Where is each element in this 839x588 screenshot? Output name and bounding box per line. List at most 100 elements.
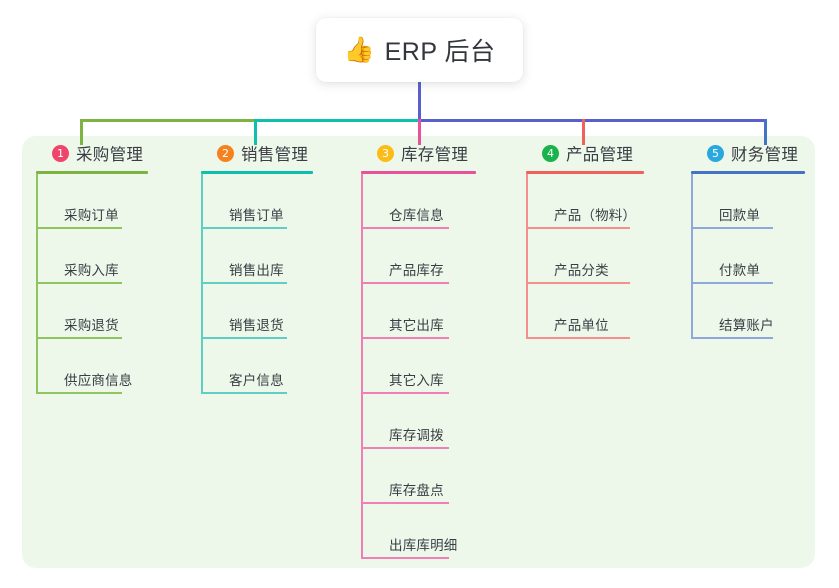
branch-header-rule bbox=[691, 171, 805, 174]
leaf-node[interactable]: 销售退货 bbox=[201, 284, 361, 339]
leaf-node-label: 回款单 bbox=[719, 208, 761, 223]
root-node-title: ERP 后台 bbox=[384, 38, 496, 66]
branch-title: 产品管理 bbox=[566, 146, 634, 164]
leaf-node-label: 产品分类 bbox=[554, 263, 609, 278]
leaf-node[interactable]: 产品库存 bbox=[361, 229, 521, 284]
leaf-node-rule bbox=[201, 282, 287, 284]
branch-header-2[interactable]: 2 销售管理 bbox=[201, 136, 361, 170]
leaf-node-rule bbox=[36, 337, 122, 339]
leaf-node-label: 采购入库 bbox=[64, 263, 119, 278]
branch-number-badge: 5 bbox=[707, 144, 724, 162]
leaf-node-rule bbox=[361, 337, 449, 339]
branch-spine-line bbox=[201, 174, 203, 394]
leaf-node-label: 出库库明细 bbox=[389, 538, 458, 553]
leaf-node[interactable]: 采购订单 bbox=[36, 174, 196, 229]
branch-header-rule bbox=[361, 171, 476, 174]
branch-leaf-list: 采购订单采购入库采购退货供应商信息 bbox=[36, 174, 196, 394]
leaf-node-rule bbox=[201, 337, 287, 339]
leaf-node-rule bbox=[526, 337, 630, 339]
leaf-node-rule bbox=[361, 557, 449, 559]
branch-header-rule bbox=[36, 171, 148, 174]
branch-title: 销售管理 bbox=[241, 146, 309, 164]
branch-title: 库存管理 bbox=[401, 146, 469, 164]
branch-title: 财务管理 bbox=[731, 146, 799, 164]
leaf-node-rule bbox=[36, 392, 122, 394]
branch-header-rule bbox=[201, 171, 313, 174]
diagram-background-panel bbox=[22, 136, 815, 568]
leaf-node-label: 采购退货 bbox=[64, 318, 119, 333]
leaf-node-rule bbox=[361, 502, 449, 504]
leaf-node-rule bbox=[361, 392, 449, 394]
leaf-node[interactable]: 产品单位 bbox=[526, 284, 701, 339]
leaf-node[interactable]: 出库库明细 bbox=[361, 504, 521, 559]
branch-number-badge: 4 bbox=[542, 144, 559, 162]
branch-number-badge: 2 bbox=[217, 144, 234, 162]
leaf-node-rule bbox=[361, 227, 449, 229]
branch-spine-line bbox=[361, 174, 363, 559]
leaf-node-label: 仓库信息 bbox=[389, 208, 444, 223]
leaf-node-label: 客户信息 bbox=[229, 373, 284, 388]
leaf-node-label: 销售订单 bbox=[229, 208, 284, 223]
leaf-node[interactable]: 仓库信息 bbox=[361, 174, 521, 229]
leaf-node[interactable]: 结算账户 bbox=[691, 284, 839, 339]
leaf-node-rule bbox=[201, 392, 287, 394]
leaf-node-rule bbox=[361, 282, 449, 284]
leaf-node-label: 结算账户 bbox=[719, 318, 774, 333]
branch-spine-line bbox=[36, 174, 38, 394]
leaf-node[interactable]: 产品（物料） bbox=[526, 174, 701, 229]
branch-leaf-list: 仓库信息产品库存其它出库其它入库库存调拨库存盘点出库库明细 bbox=[361, 174, 521, 559]
branch-column-5: 5 财务管理回款单付款单结算账户 bbox=[691, 136, 839, 339]
leaf-node-label: 产品单位 bbox=[554, 318, 609, 333]
leaf-node-label: 销售出库 bbox=[229, 263, 284, 278]
leaf-node-rule bbox=[691, 337, 773, 339]
leaf-node-rule bbox=[691, 227, 773, 229]
root-node[interactable]: 👍 ERP 后台 bbox=[316, 18, 523, 82]
thumbs-up-icon: 👍 bbox=[343, 35, 375, 64]
leaf-node[interactable]: 采购退货 bbox=[36, 284, 196, 339]
branch-leaf-list: 销售订单销售出库销售退货客户信息 bbox=[201, 174, 361, 394]
leaf-node-label: 其它入库 bbox=[389, 373, 444, 388]
leaf-node-rule bbox=[201, 227, 287, 229]
branch-header-4[interactable]: 4 产品管理 bbox=[526, 136, 701, 170]
branch-spine-line bbox=[526, 174, 528, 339]
leaf-node[interactable]: 库存调拨 bbox=[361, 394, 521, 449]
branch-header-5[interactable]: 5 财务管理 bbox=[691, 136, 839, 170]
leaf-node-label: 供应商信息 bbox=[64, 373, 133, 388]
leaf-node[interactable]: 其它出库 bbox=[361, 284, 521, 339]
branch-header-3[interactable]: 3 库存管理 bbox=[361, 136, 521, 170]
branch-leaf-list: 回款单付款单结算账户 bbox=[691, 174, 839, 339]
leaf-node-label: 库存盘点 bbox=[389, 483, 444, 498]
leaf-node[interactable]: 客户信息 bbox=[201, 339, 361, 394]
leaf-node-label: 采购订单 bbox=[64, 208, 119, 223]
leaf-node[interactable]: 其它入库 bbox=[361, 339, 521, 394]
leaf-node-label: 库存调拨 bbox=[389, 428, 444, 443]
leaf-node-rule bbox=[361, 447, 449, 449]
leaf-node[interactable]: 产品分类 bbox=[526, 229, 701, 284]
branch-column-4: 4 产品管理产品（物料） 产品分类产品单位 bbox=[526, 136, 701, 339]
leaf-node-rule bbox=[526, 227, 630, 229]
leaf-node-rule bbox=[526, 282, 630, 284]
leaf-node-rule bbox=[36, 227, 122, 229]
branch-title: 采购管理 bbox=[76, 146, 144, 164]
leaf-node[interactable]: 采购入库 bbox=[36, 229, 196, 284]
leaf-node[interactable]: 回款单 bbox=[691, 174, 839, 229]
branch-number-badge: 3 bbox=[377, 144, 394, 162]
leaf-node[interactable]: 销售订单 bbox=[201, 174, 361, 229]
leaf-node-rule bbox=[691, 282, 773, 284]
branch-column-2: 2 销售管理销售订单销售出库销售退货客户信息 bbox=[201, 136, 361, 394]
leaf-node[interactable]: 供应商信息 bbox=[36, 339, 196, 394]
leaf-node[interactable]: 库存盘点 bbox=[361, 449, 521, 504]
leaf-node-label: 产品（物料） bbox=[554, 208, 637, 223]
leaf-node-rule bbox=[36, 282, 122, 284]
leaf-node-label: 付款单 bbox=[719, 263, 761, 278]
leaf-node[interactable]: 付款单 bbox=[691, 229, 839, 284]
leaf-node-label: 产品库存 bbox=[389, 263, 444, 278]
branch-header-rule bbox=[526, 171, 644, 174]
leaf-node[interactable]: 销售出库 bbox=[201, 229, 361, 284]
branch-leaf-list: 产品（物料） 产品分类产品单位 bbox=[526, 174, 701, 339]
leaf-node-label: 其它出库 bbox=[389, 318, 444, 333]
branch-column-3: 3 库存管理仓库信息产品库存其它出库其它入库库存调拨库存盘点出库库明细 bbox=[361, 136, 521, 559]
